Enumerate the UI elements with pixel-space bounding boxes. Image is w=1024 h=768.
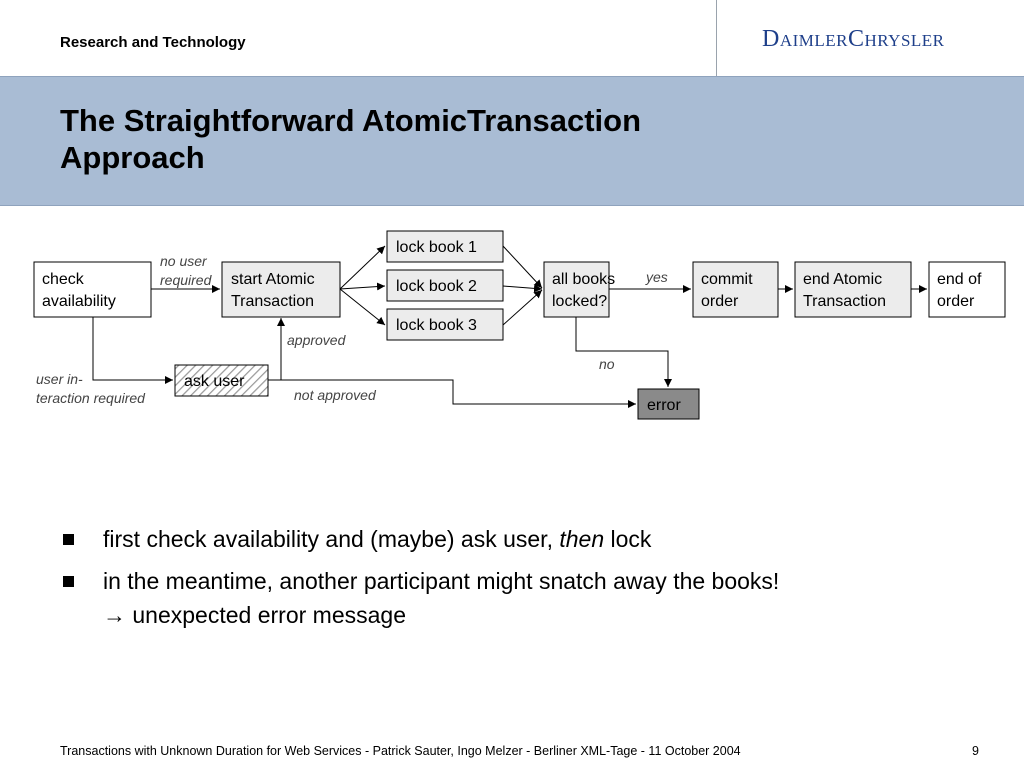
- node-check-availability: check availability: [33, 261, 152, 318]
- node-endorder-line2: order: [937, 293, 975, 310]
- label-user-interaction-line1: user in-: [36, 371, 83, 387]
- node-endtx-line2: Transaction: [803, 293, 886, 310]
- header-divider: [716, 0, 717, 76]
- label-approved: approved: [287, 332, 347, 348]
- node-commit-line1: commit: [701, 271, 753, 288]
- node-lock3-label: lock book 3: [396, 317, 477, 334]
- label-yes: yes: [645, 269, 668, 285]
- slide-title-line-2: Approach: [60, 140, 205, 175]
- edge-askuser-error: [268, 379, 636, 408]
- bullet-item-1: first check availability and (maybe) ask…: [60, 522, 1000, 556]
- node-askuser-label: ask user: [184, 373, 245, 390]
- edge-start-lock2: [339, 282, 386, 291]
- bullet-2-text: in the meantime, another participant mig…: [103, 568, 780, 594]
- bullet-square-icon: [63, 534, 74, 545]
- label-no-user-line2: required: [160, 272, 213, 288]
- node-start-line2: Transaction: [231, 293, 314, 310]
- edge-lock2-allbooks: [502, 284, 543, 293]
- node-endorder-line1: end of: [937, 271, 982, 288]
- title-band: [0, 76, 1024, 206]
- bullet-1-text: first check availability and (maybe) ask…: [103, 526, 560, 552]
- bullet-list: first check availability and (maybe) ask…: [60, 522, 1000, 640]
- page-number: 9: [972, 744, 979, 758]
- node-check-line1: check: [42, 271, 85, 288]
- node-commit-line2: order: [701, 293, 739, 310]
- edge-start-lock3: [339, 288, 386, 326]
- node-lock2-label: lock book 2: [396, 278, 477, 295]
- bullet-1-tail: lock: [604, 526, 652, 552]
- node-check-line2: availability: [42, 293, 116, 310]
- label-not-approved: not approved: [294, 387, 377, 403]
- node-allbooks-line1: all books: [552, 271, 615, 288]
- edge-lock3-allbooks: [502, 289, 543, 326]
- right-arrow-icon: →: [103, 602, 126, 628]
- slide-title: The Straightforward AtomicTransaction Ap…: [60, 102, 760, 176]
- node-allbooks-line2: locked?: [552, 293, 607, 310]
- slide-title-line-1: The Straightforward AtomicTransaction: [60, 103, 642, 138]
- diagram-connectors: [92, 245, 927, 408]
- node-all-books-locked: all books locked?: [543, 261, 615, 318]
- bullet-item-2: in the meantime, another participant mig…: [60, 564, 1000, 632]
- node-error: error: [637, 388, 700, 420]
- label-user-interaction-line2: teraction required: [36, 390, 146, 406]
- node-end-atomic-transaction: end Atomic Transaction: [794, 261, 912, 318]
- node-commit-order: commit order: [692, 261, 779, 318]
- node-lock1-label: lock book 1: [396, 239, 477, 256]
- slide-header: Research and Technology DaimlerChrysler: [0, 0, 1024, 76]
- slide-footer: Transactions with Unknown Duration for W…: [60, 744, 741, 758]
- node-start-line1: start Atomic: [231, 271, 315, 288]
- edge-check-askuser: [92, 317, 173, 384]
- node-lock-book-1: lock book 1: [386, 230, 504, 263]
- company-logo: DaimlerChrysler: [762, 26, 945, 52]
- department-label: Research and Technology: [60, 34, 246, 51]
- node-endtx-line1: end Atomic: [803, 271, 882, 288]
- label-no-user-line1: no user: [160, 253, 208, 269]
- label-no: no: [599, 356, 615, 372]
- edge-allbooks-error: [575, 317, 672, 387]
- edge-start-lock1: [339, 245, 386, 290]
- edge-lock1-allbooks: [502, 245, 543, 289]
- node-lock-book-2: lock book 2: [386, 269, 504, 302]
- node-start-atomic-transaction: start Atomic Transaction: [221, 261, 341, 318]
- bullet-2-consequence: unexpected error message: [126, 602, 406, 628]
- node-lock-book-3: lock book 3: [386, 308, 504, 341]
- node-end-of-order: end of order: [928, 261, 1006, 318]
- node-error-label: error: [647, 397, 681, 414]
- node-ask-user: ask user: [174, 364, 269, 397]
- bullet-square-icon: [63, 576, 74, 587]
- bullet-1-emphasis: then: [559, 526, 605, 552]
